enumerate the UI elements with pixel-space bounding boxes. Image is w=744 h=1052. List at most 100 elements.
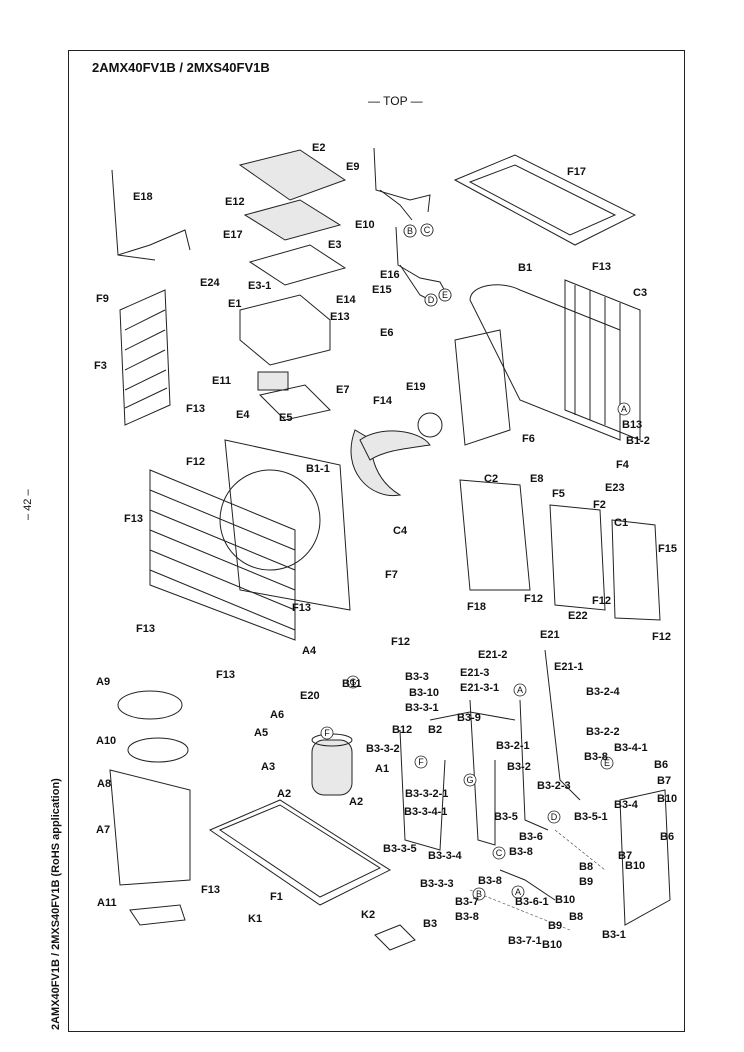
svg-text:G: G [349, 677, 356, 687]
part-label: B8 [579, 861, 593, 873]
part-label: E21-1 [554, 661, 583, 673]
svg-text:A: A [621, 404, 627, 414]
part-label: F13 [592, 261, 611, 273]
part-label: F18 [467, 601, 486, 613]
ref-marker: A [617, 402, 631, 416]
part-label: B3-3 [405, 671, 429, 683]
part-label: E1 [228, 298, 241, 310]
part-label: F5 [552, 488, 565, 500]
part-label: E17 [223, 229, 243, 241]
part-label: B3-2-3 [537, 780, 571, 792]
part-label: E11 [212, 375, 231, 387]
part-label: B3-1 [602, 929, 626, 941]
part-label: B3-3-4 [428, 850, 463, 862]
part-label: E10 [355, 219, 375, 231]
part-label: E13 [330, 311, 350, 323]
part-label: E20 [300, 690, 320, 702]
part-label: B10 [555, 894, 575, 906]
part-label: B12 [392, 724, 412, 736]
part-label: B3-9 [457, 712, 481, 724]
ref-marker: G [463, 773, 477, 787]
part-label: F9 [96, 293, 109, 305]
svg-text:A: A [517, 685, 523, 695]
part-label: B3-5-1 [574, 811, 608, 823]
ref-marker: E [438, 288, 452, 302]
part-label: A6 [270, 709, 284, 721]
ref-marker: A [513, 683, 527, 697]
part-label: B10 [657, 793, 677, 805]
part-label: B3-3-5 [383, 843, 417, 855]
part-label: F13 [292, 602, 311, 614]
part-label: A8 [97, 778, 111, 790]
part-label: B3-5 [494, 811, 518, 823]
ref-marker: B [472, 887, 486, 901]
part-label: E5 [279, 412, 292, 424]
svg-text:F: F [418, 757, 424, 767]
part-label: B3 [423, 918, 437, 930]
part-label: B3-10 [409, 687, 439, 699]
part-label: F3 [94, 360, 107, 372]
ref-marker: C [420, 223, 434, 237]
part-label: E21-3 [460, 667, 489, 679]
part-label: A11 [97, 897, 117, 909]
part-label: F12 [524, 593, 543, 605]
part-label: B3-6-1 [515, 896, 549, 908]
page-frame [68, 50, 685, 1032]
part-label: E16 [380, 269, 400, 281]
part-label: E22 [568, 610, 588, 622]
part-label: E21 [540, 629, 560, 641]
part-label: B7 [618, 850, 632, 862]
part-label: E9 [346, 161, 359, 173]
part-label: K1 [248, 913, 262, 925]
part-label: A4 [302, 645, 317, 657]
part-label: F12 [652, 631, 671, 643]
svg-text:G: G [466, 775, 473, 785]
svg-text:C: C [424, 225, 431, 235]
part-label: F12 [391, 636, 410, 648]
part-label: B3-3-2 [366, 743, 400, 755]
part-label: F7 [385, 569, 398, 581]
part-label: A9 [96, 676, 110, 688]
svg-text:E: E [604, 758, 610, 768]
part-label: A7 [96, 824, 110, 836]
part-label: E8 [530, 473, 543, 485]
part-label: B3-8 [478, 875, 502, 887]
svg-text:D: D [428, 295, 435, 305]
part-label: A2 [277, 788, 291, 800]
part-label: E3 [328, 239, 341, 251]
part-label: F2 [593, 499, 606, 511]
part-label: F15 [658, 543, 677, 555]
part-label: B3-2 [507, 761, 531, 773]
model-title: 2AMX40FV1B / 2MXS40FV1B [92, 60, 270, 75]
part-label: B2 [428, 724, 442, 736]
part-label: B3-2-4 [586, 686, 621, 698]
ref-marker: C [492, 846, 506, 860]
part-label: E4 [236, 409, 250, 421]
part-label: F6 [522, 433, 535, 445]
part-label: A2 [349, 796, 363, 808]
part-label: E3-1 [248, 280, 271, 292]
part-label: E21-3-1 [460, 682, 499, 694]
part-label: E24 [200, 277, 220, 289]
ref-marker: F [320, 726, 334, 740]
part-label: B1 [518, 262, 532, 274]
part-label: B8 [569, 911, 583, 923]
part-label: B11 [342, 678, 362, 690]
part-label: A3 [261, 761, 275, 773]
part-label: F1 [270, 891, 283, 903]
part-label: B1-2 [626, 435, 650, 447]
ref-marker: G [346, 675, 360, 689]
part-label: E23 [605, 482, 625, 494]
part-label: E6 [380, 327, 393, 339]
part-label: E19 [406, 381, 426, 393]
svg-text:E: E [442, 290, 448, 300]
part-label: K2 [361, 909, 375, 921]
part-label: B3-8 [584, 751, 608, 763]
part-label: B3-2-2 [586, 726, 620, 738]
part-label: C1 [614, 517, 628, 529]
part-label: F14 [373, 395, 393, 407]
